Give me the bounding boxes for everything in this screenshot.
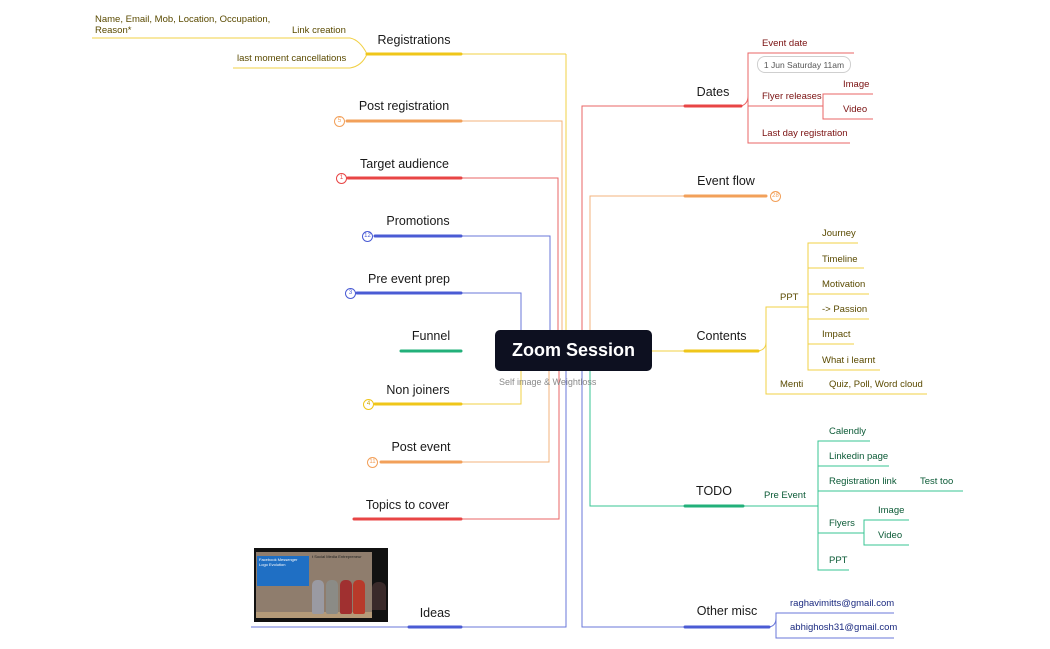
ppt-item[interactable]: Motivation: [822, 279, 866, 290]
ppt-item[interactable]: -> Passion: [822, 304, 868, 315]
topic-pre-event-prep[interactable]: Pre event prep: [368, 272, 450, 286]
dates-last-day[interactable]: Last day registration: [762, 128, 848, 139]
menti-item[interactable]: Quiz, Poll, Word cloud: [829, 379, 923, 390]
other-misc-email[interactable]: abhighosh31@gmail.com: [790, 622, 898, 633]
topic-other-misc[interactable]: Other misc: [696, 604, 758, 618]
registrations-link-creation[interactable]: Link creation: [292, 25, 346, 36]
root-note: Self image & Weightloss: [499, 377, 597, 387]
topic-non-joiners[interactable]: Non joiners: [386, 383, 450, 397]
dates-flyer-releases[interactable]: Flyer releases: [762, 91, 822, 102]
registrations-fields-reason[interactable]: Reason*: [95, 25, 132, 36]
todo-test-too[interactable]: Test too: [920, 476, 954, 487]
todo-pre-event[interactable]: Pre Event: [764, 490, 806, 501]
topic-dates[interactable]: Dates: [696, 85, 730, 99]
collapsed-count-badge[interactable]: 5: [334, 116, 345, 127]
topic-target-audience[interactable]: Target audience: [360, 157, 449, 171]
todo-item[interactable]: Linkedin page: [829, 451, 889, 462]
root-title: Zoom Session: [511, 340, 636, 360]
todo-item[interactable]: Flyers: [829, 518, 855, 529]
root-topic[interactable]: Zoom Session: [495, 330, 652, 371]
collapsed-count-badge[interactable]: 1: [336, 173, 347, 184]
dates-event-date[interactable]: Event date: [762, 38, 808, 49]
topic-todo[interactable]: TODO: [696, 484, 732, 498]
topic-promotions[interactable]: Promotions: [386, 214, 450, 228]
collapsed-count-badge[interactable]: 4: [363, 399, 374, 410]
collapsed-count-badge[interactable]: 11: [367, 457, 378, 468]
ideas-attached-image[interactable]: Facebook Messenger Logo Evolution t Soci…: [254, 548, 388, 622]
dates-flyer-image[interactable]: Image: [843, 79, 870, 90]
other-misc-email[interactable]: raghavimitts@gmail.com: [790, 598, 895, 609]
topic-event-flow[interactable]: Event flow: [697, 174, 755, 188]
topic-registrations[interactable]: Registrations: [377, 33, 451, 47]
todo-item[interactable]: PPT: [829, 555, 848, 566]
contents-ppt[interactable]: PPT: [780, 292, 799, 303]
topic-funnel[interactable]: Funnel: [411, 329, 451, 343]
contents-menti[interactable]: Menti: [780, 379, 804, 390]
dates-date-value[interactable]: 1 Jun Saturday 11am: [757, 56, 851, 73]
collapsed-count-badge[interactable]: 12: [362, 231, 373, 242]
todo-item[interactable]: Registration link: [829, 476, 897, 487]
thumb-board-sub: Logo Evolution: [259, 562, 286, 567]
topic-post-registration[interactable]: Post registration: [358, 99, 450, 113]
ppt-item[interactable]: Impact: [822, 329, 851, 340]
collapsed-count-badge[interactable]: 28: [770, 191, 781, 202]
registrations-cancellations[interactable]: last moment cancellations: [237, 53, 347, 64]
todo-flyer-image[interactable]: Image: [878, 505, 905, 516]
dates-flyer-video[interactable]: Video: [843, 104, 868, 115]
todo-flyer-video[interactable]: Video: [878, 530, 903, 541]
topic-post-event[interactable]: Post event: [391, 440, 451, 454]
thumb-header: t Social Media Entrepreneur: [312, 554, 362, 559]
topic-ideas[interactable]: Ideas: [419, 606, 451, 620]
ppt-item[interactable]: What i learnt: [822, 355, 876, 366]
todo-item[interactable]: Calendly: [829, 426, 866, 437]
ppt-item[interactable]: Journey: [822, 228, 856, 239]
topic-topics-to-cover[interactable]: Topics to cover: [365, 498, 450, 512]
registrations-fields[interactable]: Name, Email, Mob, Location, Occupation,: [95, 14, 271, 25]
collapsed-count-badge[interactable]: 3: [345, 288, 356, 299]
topic-contents[interactable]: Contents: [696, 329, 747, 343]
thumb-board-title: Facebook Messenger: [259, 557, 298, 562]
ppt-item[interactable]: Timeline: [822, 254, 858, 265]
